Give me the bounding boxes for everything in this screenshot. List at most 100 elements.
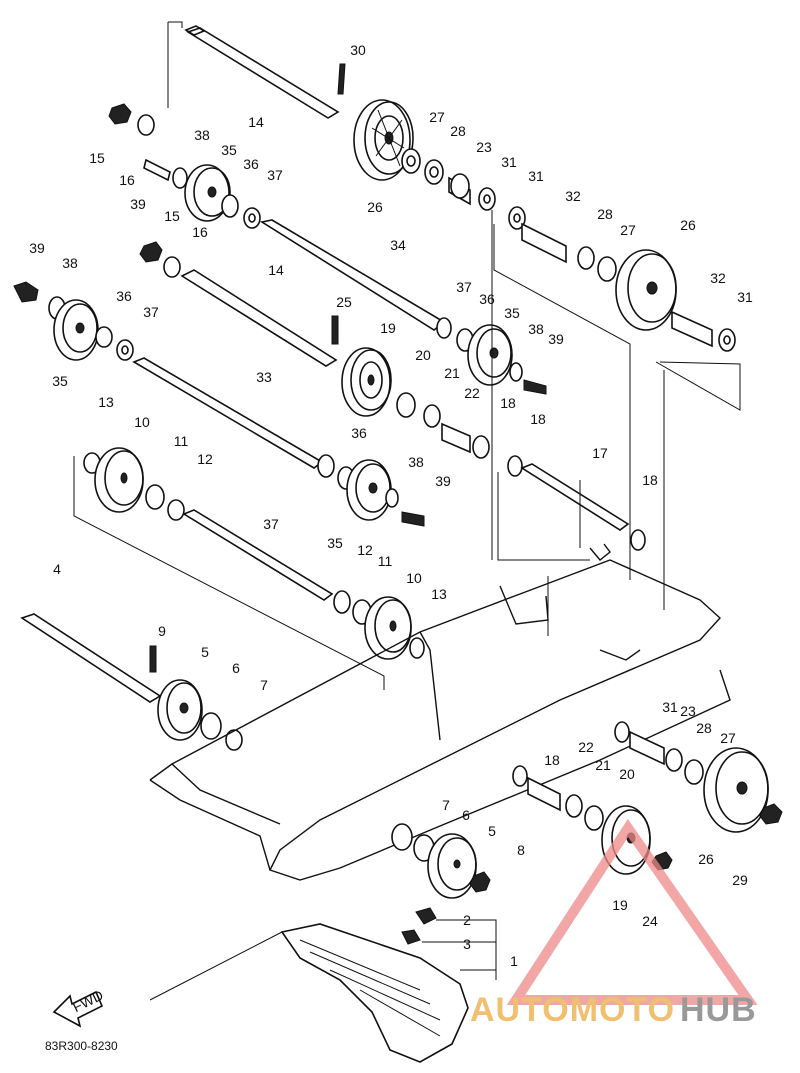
callout-c27c: 27 <box>720 730 736 746</box>
callout-c38c: 38 <box>528 321 544 337</box>
callout-c26a: 26 <box>367 199 383 215</box>
callout-c30a: 30 <box>350 42 366 58</box>
track-1 <box>149 907 469 1063</box>
shaft-33 <box>132 357 324 469</box>
wheel-10-left <box>83 447 185 521</box>
callout-c11b: 11 <box>378 553 393 569</box>
callout-c26b: 26 <box>680 217 696 233</box>
callout-c35d: 35 <box>327 535 343 551</box>
wheel-19-middle <box>341 347 490 459</box>
callout-c19a: 19 <box>380 320 396 336</box>
callout-c26c: 26 <box>698 851 714 867</box>
callout-c39d: 39 <box>435 473 451 489</box>
callout-c10b: 10 <box>406 570 422 586</box>
callout-c39c: 39 <box>548 331 564 347</box>
callout-c5b: 5 <box>488 823 496 839</box>
wheel-35-right <box>436 317 547 395</box>
group-boxes <box>73 21 741 690</box>
washers-15b-16b <box>139 241 181 278</box>
wheel-5-left <box>157 679 243 751</box>
callout-c35c: 35 <box>52 373 68 389</box>
callout-c15a: 15 <box>89 150 105 166</box>
wheel-26-lower-right <box>614 721 783 833</box>
callout-c7a: 7 <box>260 677 268 693</box>
callout-c14a: 14 <box>248 114 264 130</box>
callout-c31b: 31 <box>528 168 544 184</box>
shaft-17 <box>507 455 646 551</box>
callout-c23a: 23 <box>476 139 492 155</box>
callout-c25: 25 <box>336 294 352 310</box>
wheel-35-left <box>13 281 134 361</box>
callout-c28c: 28 <box>696 720 712 736</box>
callout-c21a: 21 <box>444 365 460 381</box>
callout-c20a: 20 <box>415 347 431 363</box>
callout-c18d: 18 <box>544 752 560 768</box>
callout-c37a: 37 <box>267 167 283 183</box>
wheel-35-upper-left <box>184 164 261 229</box>
callout-c37d: 37 <box>263 516 279 532</box>
callout-c11a: 11 <box>174 433 189 449</box>
callout-c20b: 20 <box>619 766 635 782</box>
callout-c19b: 19 <box>612 897 628 913</box>
callout-c7b: 7 <box>442 797 450 813</box>
callout-c23b: 23 <box>680 703 696 719</box>
callout-c6a: 6 <box>232 660 240 676</box>
washers-top-right <box>401 148 526 230</box>
callout-c3: 3 <box>463 936 471 952</box>
axle-14-middle <box>180 269 339 367</box>
watermark-text-1: AUTOMOTO <box>470 991 675 1029</box>
callout-c21b: 21 <box>595 757 611 773</box>
callout-c38a: 38 <box>194 127 210 143</box>
callout-c12a: 12 <box>197 451 213 467</box>
callout-c34: 34 <box>390 237 406 253</box>
callout-c12b: 12 <box>357 542 373 558</box>
callout-c36a: 36 <box>243 156 259 172</box>
wheel-26-right <box>521 222 736 352</box>
callout-c31c: 31 <box>737 289 753 305</box>
callout-c27b: 27 <box>620 222 636 238</box>
callout-c28a: 28 <box>450 123 466 139</box>
axle-14-top <box>184 25 340 119</box>
callout-c15b: 15 <box>164 208 180 224</box>
callout-c5a: 5 <box>201 644 209 660</box>
callout-c37c: 37 <box>143 304 159 320</box>
callout-c6b: 6 <box>462 807 470 823</box>
callout-c35b: 35 <box>504 305 520 321</box>
callout-c31d: 31 <box>662 699 678 715</box>
callout-c29: 29 <box>732 872 748 888</box>
callout-c1: 1 <box>510 953 518 969</box>
callout-c4: 4 <box>53 561 61 577</box>
callout-c38b: 38 <box>62 255 78 271</box>
watermark-logo: AUTOMOTO HUB <box>470 819 758 1029</box>
part-code: 83R300-8230 <box>45 1039 118 1053</box>
callout-c18b: 18 <box>530 411 546 427</box>
callout-c2: 2 <box>463 912 471 928</box>
callout-c39b: 39 <box>29 240 45 256</box>
callout-c22b: 22 <box>578 739 594 755</box>
nut-15-top <box>108 103 188 189</box>
callout-c16b: 16 <box>192 224 208 240</box>
bolt-30 <box>337 63 346 95</box>
callout-c28b: 28 <box>597 206 613 222</box>
callout-c8: 8 <box>517 842 525 858</box>
callout-c32b: 32 <box>710 270 726 286</box>
callout-c10a: 10 <box>134 414 150 430</box>
leaders-1-2-3 <box>422 919 497 980</box>
callout-c18a: 18 <box>500 395 516 411</box>
shaft-34 <box>259 219 446 331</box>
wheel-26-top <box>353 99 414 181</box>
callout-c14b: 14 <box>268 262 284 278</box>
shaft-lower-middle <box>182 509 425 660</box>
callout-c13a: 13 <box>98 394 114 410</box>
callout-c36c: 36 <box>116 288 132 304</box>
callout-c32a: 32 <box>565 188 581 204</box>
callout-c39a: 39 <box>130 196 146 212</box>
watermark-text-2: HUB <box>680 991 757 1029</box>
callout-c22a: 22 <box>464 385 480 401</box>
wheel-5-lower <box>391 823 491 899</box>
axle-4 <box>20 613 162 703</box>
callout-c36b: 36 <box>479 291 495 307</box>
